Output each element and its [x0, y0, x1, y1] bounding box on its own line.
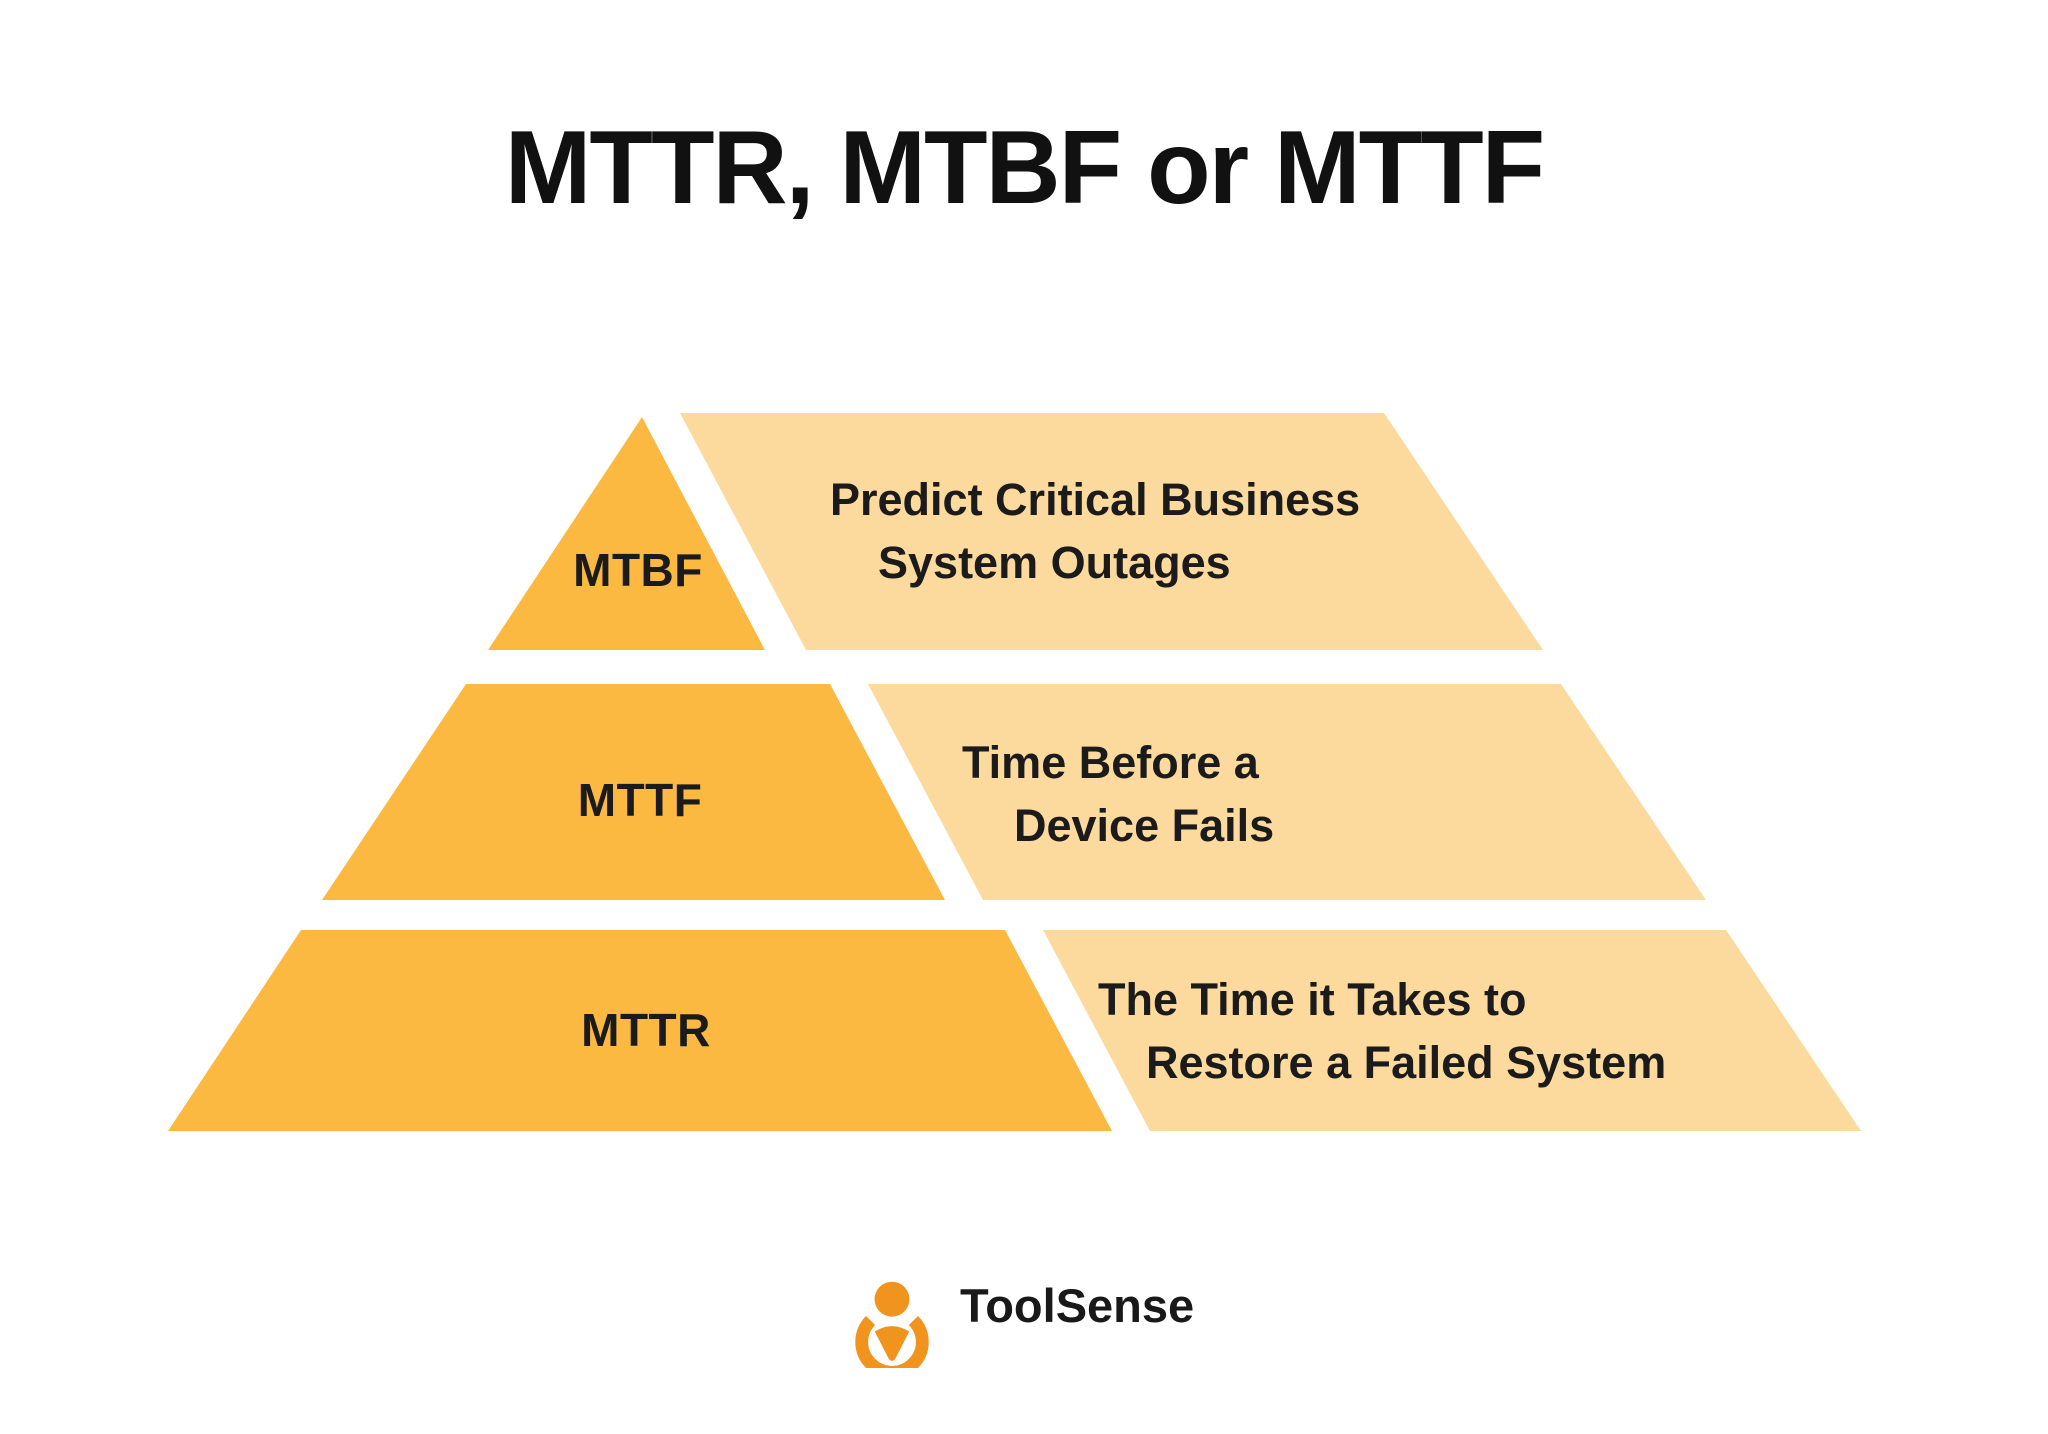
mttr-description-shape — [1043, 930, 1861, 1131]
mttr-description-line1: The Time it Takes to — [1098, 974, 1527, 1025]
mttr-description-line2: Restore a Failed System — [1146, 1037, 1667, 1088]
mttf-description: Time Before a Device Fails — [962, 731, 1274, 857]
mttr-label: MTTR — [581, 1004, 711, 1056]
mttr-trapezoid-shape — [168, 930, 1112, 1131]
mtbf-description-line2: System Outages — [878, 537, 1231, 588]
mtbf-description-shape — [680, 413, 1543, 650]
brand-footer: ToolSense — [846, 1256, 1194, 1368]
mttf-description-line2: Device Fails — [1014, 800, 1275, 851]
mtbf-label: MTBF — [573, 544, 703, 596]
mtbf-description: Predict Critical Business System Outages — [830, 468, 1360, 594]
mtbf-triangle-shape — [488, 417, 765, 650]
mttf-trapezoid-shape — [322, 684, 945, 900]
mttr-description: The Time it Takes to Restore a Failed Sy… — [1098, 968, 1666, 1094]
page-title: MTTR, MTBF or MTTF — [504, 110, 1545, 226]
pin-ring — [855, 1315, 929, 1368]
map-pin-target-icon — [855, 1281, 929, 1368]
mttf-label: MTTF — [577, 774, 703, 826]
brand-wordmark: ToolSense — [960, 1278, 1195, 1332]
mttf-description-line1: Time Before a — [962, 737, 1259, 788]
pin-tail — [874, 1326, 910, 1361]
mttf-description-shape — [868, 684, 1706, 900]
mtbf-description-line1: Predict Critical Business — [830, 474, 1361, 525]
pin-center-dot — [874, 1281, 910, 1317]
